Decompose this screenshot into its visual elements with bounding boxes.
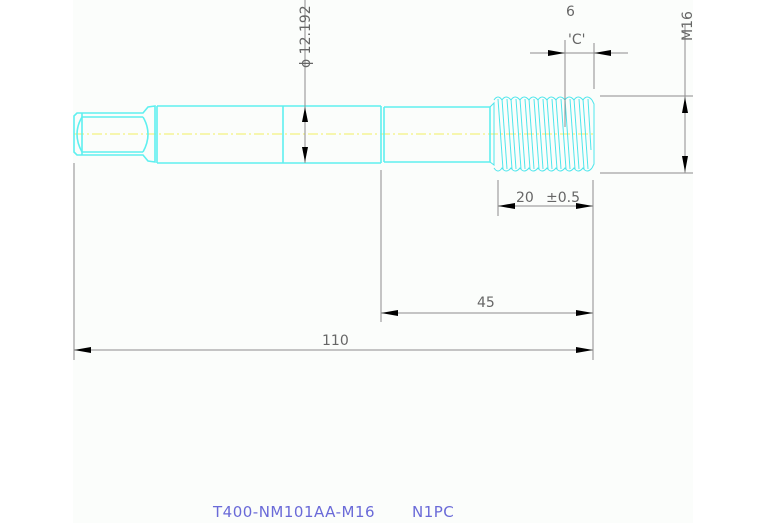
overall-length-label: 110 bbox=[322, 333, 349, 349]
part-number-label: T400-NM101AA-M16 bbox=[213, 503, 376, 521]
chamfer-c-label: 'C' bbox=[568, 32, 585, 48]
hex-end bbox=[73, 105, 156, 163]
overall-length-dimension bbox=[73, 163, 593, 360]
thread-section bbox=[489, 96, 595, 172]
shaft-body bbox=[156, 105, 491, 164]
thread-size-label: M16 bbox=[680, 11, 696, 41]
thread-length-label: 20 bbox=[516, 190, 534, 206]
thread-length-dimension bbox=[497, 180, 594, 360]
quantity-label: N1PC bbox=[412, 503, 455, 521]
diameter-label: ϕ 12.192 bbox=[298, 5, 314, 68]
diameter-dimension bbox=[302, 0, 308, 163]
drawing-sheet bbox=[73, 0, 693, 523]
chamfer-dimension bbox=[530, 40, 628, 127]
step-length-dimension bbox=[380, 170, 593, 322]
step-length-label: 45 bbox=[477, 295, 495, 311]
thread-tolerance-label: ±0.5 bbox=[546, 190, 580, 206]
chamfer-value-label: 6 bbox=[566, 4, 575, 20]
thread-size-dimension bbox=[600, 25, 693, 174]
